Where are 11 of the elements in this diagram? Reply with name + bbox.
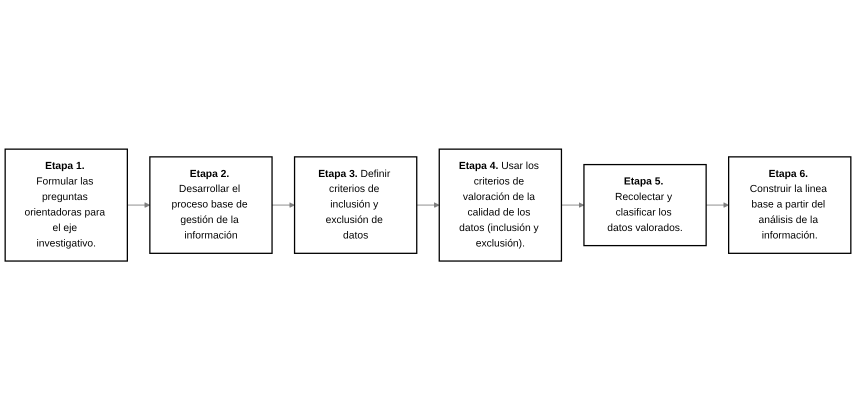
stage-box: Etapa 5. Recolectar y clasificar los datos valorados. — [583, 164, 707, 246]
arrow — [416, 202, 440, 208]
arrow — [272, 202, 295, 208]
stage-box: Etapa 6. Construir la linea base a partir del análisis de la información. — [728, 156, 852, 254]
arrow — [561, 202, 584, 208]
arrow — [706, 202, 729, 208]
stage-box: Etapa 2. Desarrollar el proceso base de gestión de la información — [149, 156, 273, 254]
stage-box: Etapa 3. Definir criterios de inclusión y exclusión de datos — [294, 156, 418, 254]
stage-box: Etapa 4. Usar los criterios de valoración de la calidad de los datos (inclusión y exclusión). — [438, 148, 562, 262]
arrow — [126, 202, 150, 208]
stage-box: Etapa 1. Formular las preguntas orientadoras para el eje investigativo. — [4, 148, 128, 262]
